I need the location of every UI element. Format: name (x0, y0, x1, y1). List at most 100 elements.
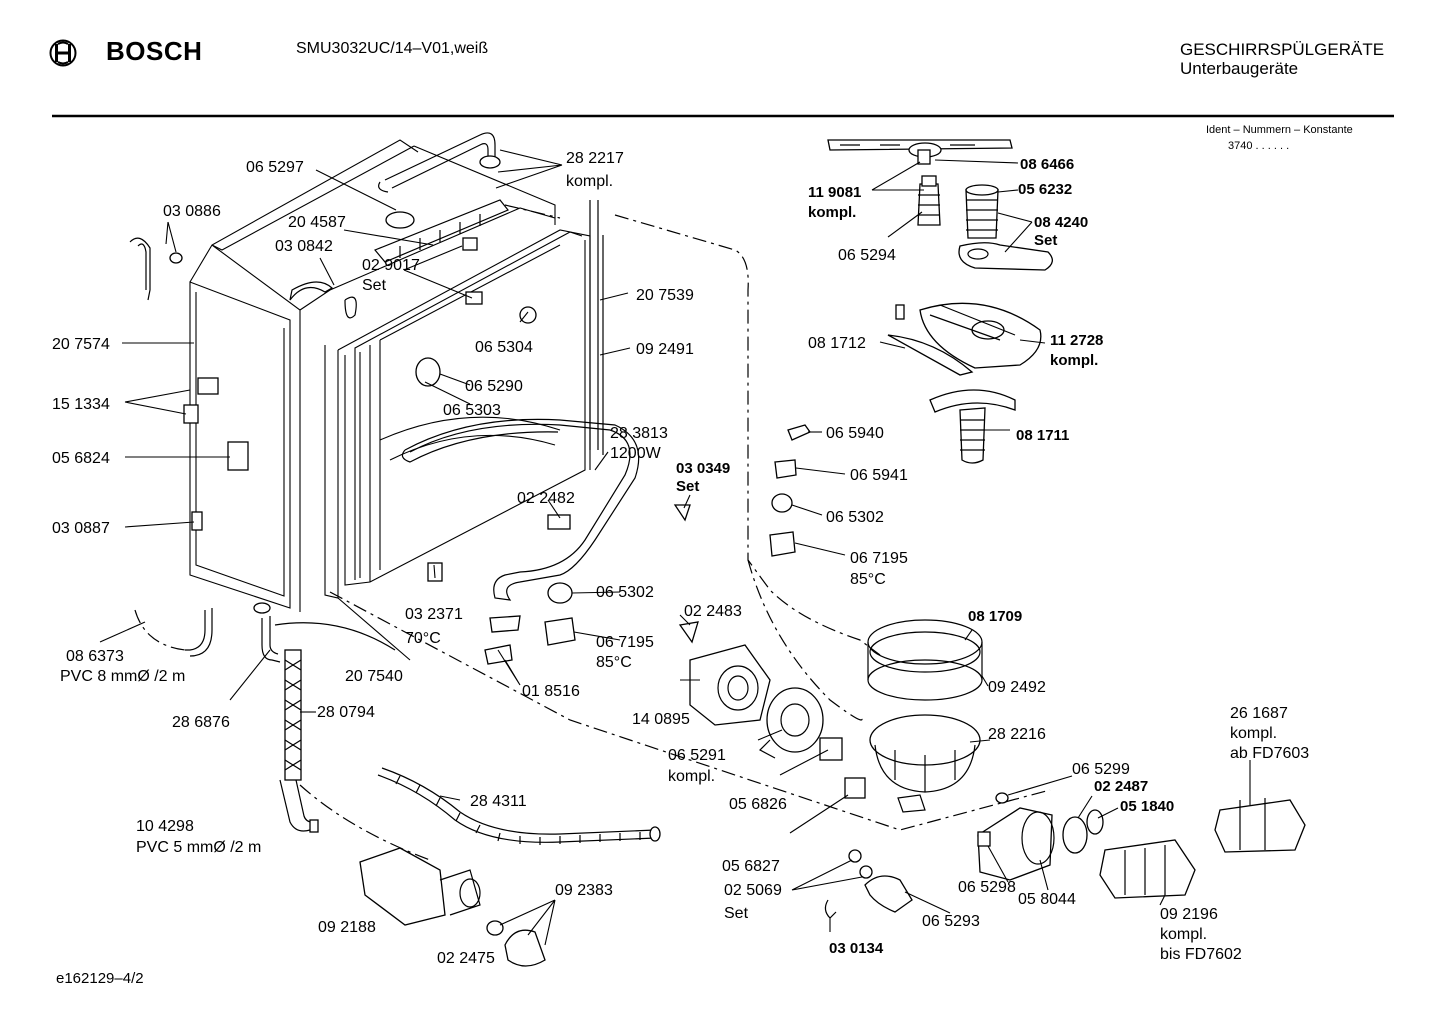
circulation-pump-icon (689, 644, 771, 726)
label-084240: 08 4240 (1034, 214, 1088, 231)
bracket-029017b-icon (465, 291, 483, 305)
label-025069: 02 5069 (724, 882, 782, 899)
ident-label: Ident – Nummern – Konstante (1206, 124, 1353, 136)
screw-030349-icon (673, 504, 691, 522)
label-092188: 09 2188 (318, 919, 376, 936)
upper-spray-arm-icon (827, 139, 1013, 165)
label-151334: 15 1334 (52, 396, 110, 413)
clip-030134-icon (824, 899, 837, 919)
label-022487: 02 2487 (1094, 778, 1148, 795)
clip-022483-icon (678, 621, 699, 644)
model-number: SMU3032UC/14–V01,weiß (296, 40, 489, 57)
label-058044: 05 8044 (1018, 891, 1076, 908)
product-category: GESCHIRRSPÜLGERÄTE Unterbaugeräte (1180, 40, 1384, 78)
bracket-029017-icon (462, 237, 478, 251)
label-207574: 20 7574 (52, 336, 110, 353)
seal-065302b-icon (771, 493, 793, 513)
assembly-dashed-lines (134, 204, 1051, 861)
heater-clamp-icon (484, 644, 513, 665)
label-025069-set: Set (724, 905, 749, 922)
micro-filter-icon (887, 302, 1042, 376)
label-030349-set: Set (676, 478, 699, 495)
hose-clip-icon (897, 794, 926, 813)
label-112728-kompl: kompl. (1050, 352, 1098, 369)
ident-value: 3740 . . . . . . (1228, 140, 1290, 152)
label-056232: 05 6232 (1018, 181, 1072, 198)
bosch-logo-icon (49, 39, 77, 67)
label-022475: 02 2475 (437, 950, 495, 967)
label-065304: 06 5304 (475, 339, 533, 356)
label-065294: 06 5294 (838, 247, 896, 264)
label-067195b-temp: 85°C (850, 571, 886, 588)
label-086373-spec: PVC 8 mmØ /2 m (60, 668, 185, 685)
label-056826: 05 6826 (729, 796, 787, 813)
sensor-067195a-icon (544, 617, 576, 646)
label-018516: 01 8516 (522, 683, 580, 700)
label-282217-kompl: kompl. (566, 173, 613, 190)
washer-022475-icon (486, 920, 504, 936)
label-065940: 06 5940 (826, 425, 884, 442)
label-092492: 09 2492 (988, 679, 1046, 696)
label-032371: 03 2371 (405, 606, 463, 623)
filter-screw-icon (895, 304, 905, 320)
label-030349: 03 0349 (676, 460, 730, 477)
label-030886: 03 0886 (163, 203, 221, 220)
corrugated-drain-hose-icon (377, 767, 661, 845)
detergent-seal-065304-icon (519, 306, 537, 324)
label-081709: 08 1709 (968, 608, 1022, 625)
seal-065297-icon (385, 211, 415, 229)
o-ring-065299-icon (995, 792, 1009, 804)
air-break-065290-icon (415, 357, 441, 387)
label-092196-kompl: kompl. (1160, 926, 1207, 943)
spray-arm-bearing-icon (965, 184, 999, 239)
label-207539: 20 7539 (636, 287, 694, 304)
label-284311: 28 4311 (470, 793, 527, 810)
label-029017-set: Set (362, 277, 387, 294)
label-065291: 06 5291 (668, 747, 726, 764)
water-inlet-valve-icon (359, 847, 481, 926)
clip-065940-icon (787, 424, 811, 441)
label-067195a-temp: 85°C (596, 654, 632, 671)
sensor-067195b-icon (769, 531, 796, 557)
label-119081: 11 9081 (808, 184, 861, 201)
label-030134: 03 0134 (829, 940, 884, 957)
label-022482: 02 2482 (517, 490, 575, 507)
label-092196-fd: bis FD7602 (1160, 946, 1242, 963)
label-056824: 05 6824 (52, 450, 110, 467)
label-081712: 08 1712 (808, 335, 866, 352)
label-204587: 20 4587 (288, 214, 346, 231)
label-119081-kompl: kompl. (808, 204, 856, 221)
label-112728: 11 2728 (1050, 332, 1103, 349)
label-065298: 06 5298 (958, 879, 1016, 896)
seal-065298-icon (977, 831, 991, 847)
clip-030886-icon (169, 252, 183, 264)
label-030887: 03 0887 (52, 520, 110, 537)
label-283813-power: 1200W (610, 445, 662, 462)
label-286876: 28 6876 (172, 714, 230, 731)
seal-282217-icon (479, 155, 501, 169)
seal-051840-icon (1086, 809, 1104, 835)
sump-ring-icon (867, 619, 983, 701)
label-282217: 28 2217 (566, 150, 624, 167)
o-ring-025069a-icon (848, 849, 862, 863)
clip-065941-icon (774, 459, 797, 479)
seal-022487-icon (1062, 816, 1088, 854)
spray-arm-bracket-icon (958, 242, 1053, 271)
label-065297: 06 5297 (246, 159, 304, 176)
sump-housing-icon (869, 714, 981, 793)
label-065291-kompl: kompl. (668, 768, 715, 785)
drain-hose-adapter-icon (864, 875, 913, 913)
label-261687: 26 1687 (1230, 705, 1288, 722)
label-032371-temp: 70°C (405, 630, 441, 647)
label-022483: 02 2483 (684, 603, 742, 620)
label-065302a: 06 5302 (596, 584, 654, 601)
label-081711: 08 1711 (1016, 427, 1069, 444)
label-140895: 14 0895 (632, 711, 690, 728)
label-065299: 06 5299 (1072, 761, 1130, 778)
label-065302b: 06 5302 (826, 509, 884, 526)
label-092491: 09 2491 (636, 341, 694, 358)
label-067195b: 06 7195 (850, 550, 908, 567)
label-092196: 09 2196 (1160, 906, 1218, 923)
spray-arm-hub-icon (917, 175, 941, 226)
